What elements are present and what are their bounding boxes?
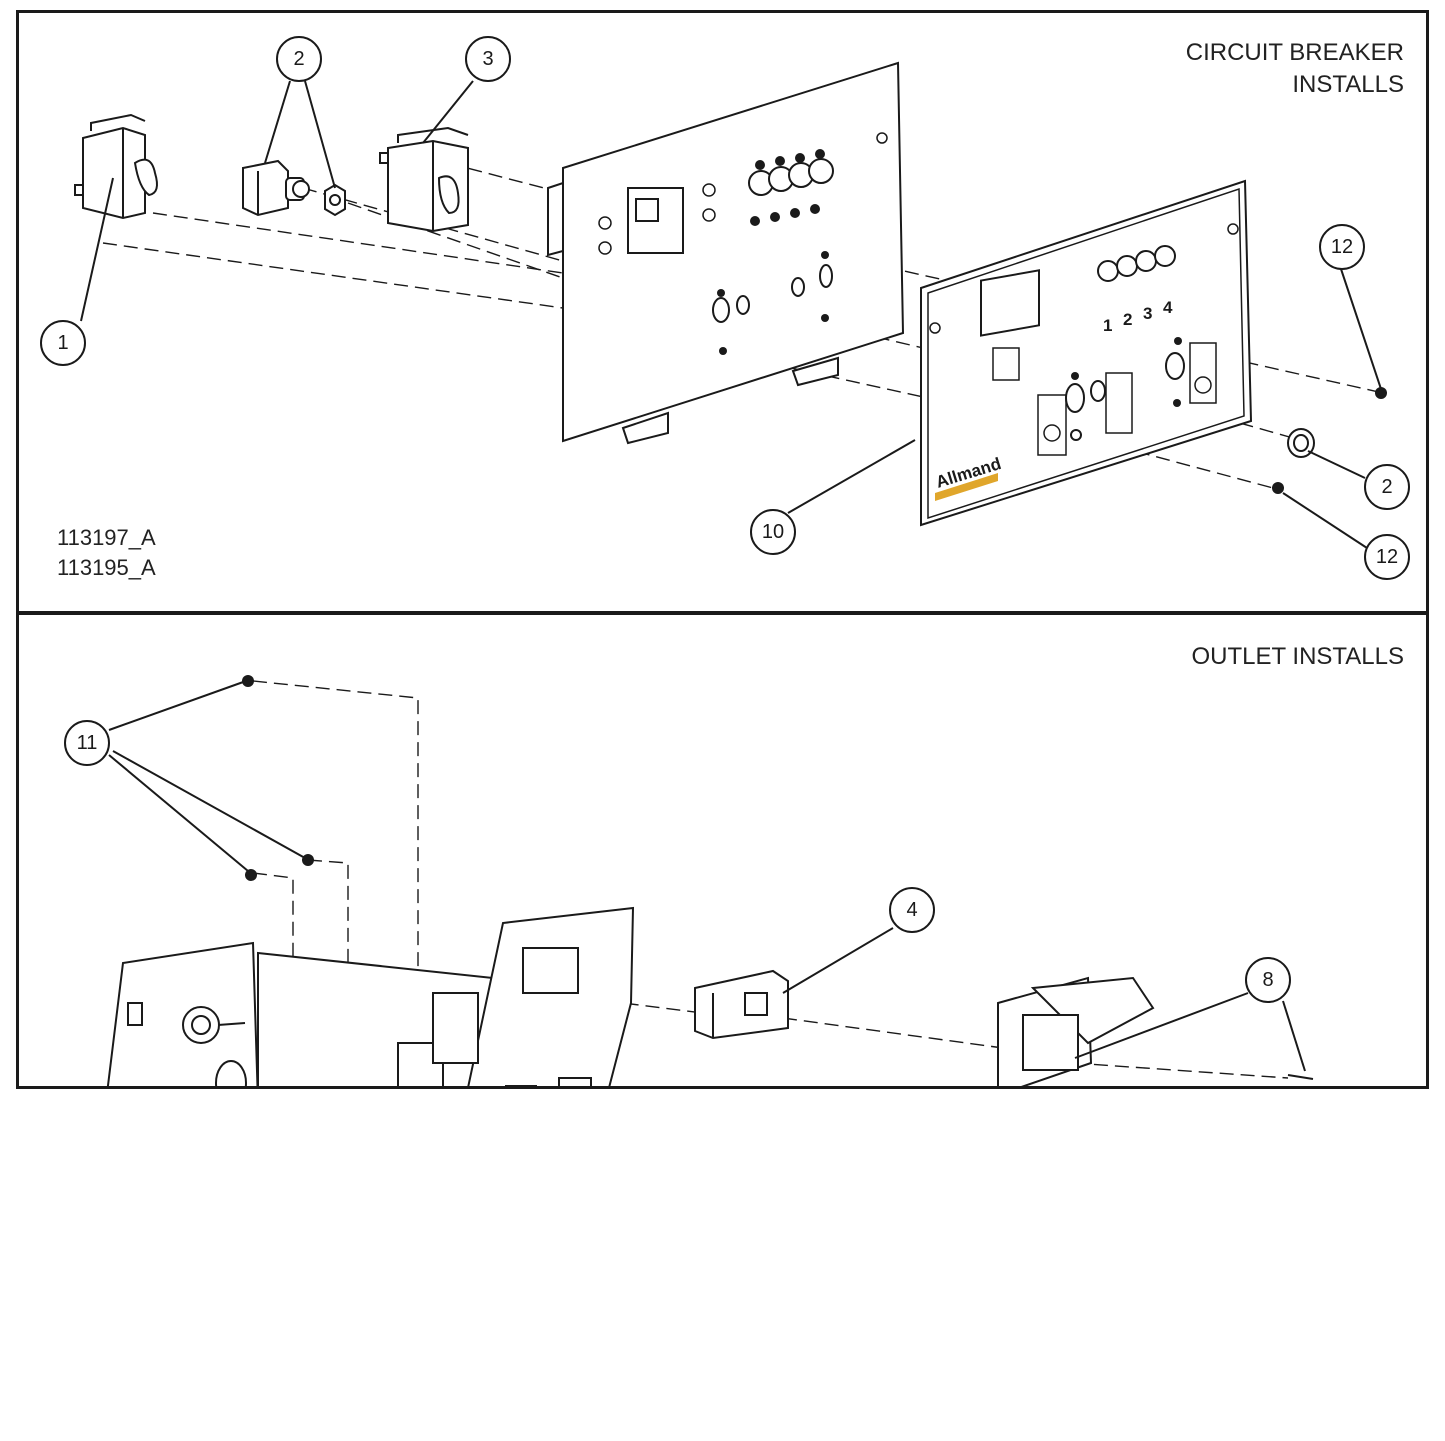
screw-part-11-a xyxy=(242,675,254,687)
callout-12-top: 12 xyxy=(1319,224,1365,270)
callout-10: 10 xyxy=(750,509,796,555)
callout-11: 11 xyxy=(64,720,110,766)
svg-text:1: 1 xyxy=(57,332,68,354)
svg-text:11: 11 xyxy=(77,732,98,754)
svg-text:3: 3 xyxy=(1143,304,1152,323)
grommet-part-2 xyxy=(1287,428,1315,458)
panel-title-line2: INSTALLS xyxy=(1292,71,1404,98)
screw-part-12-lower xyxy=(1272,482,1284,494)
leader-lines xyxy=(80,80,1382,549)
callout-2-right: 2 xyxy=(1364,464,1410,510)
faceplate-indicator-labels: 1 2 3 4 xyxy=(1103,298,1173,335)
screw-part-11-c xyxy=(245,869,257,881)
panel-title: OUTLET INSTALLS xyxy=(1191,643,1404,670)
faceplate-decal: 1 2 3 4 Allmand xyxy=(920,179,1253,527)
circuit-breaker-drawing: 1 2 3 4 Allmand xyxy=(40,36,1410,580)
cover-part-8 xyxy=(997,976,1155,1086)
breaker-knobs xyxy=(748,149,834,226)
outlet-drawing: 11 4 8 9 7 5 6 xyxy=(64,675,1314,1086)
doc-number-2: 113195_A xyxy=(57,555,156,580)
svg-text:3: 3 xyxy=(482,48,493,70)
outlet-panel: OUTLET INSTALLS xyxy=(16,612,1429,1089)
doc-number-1: 113197_A xyxy=(57,525,156,550)
screw-part-8 xyxy=(1287,1074,1314,1080)
svg-text:1: 1 xyxy=(1103,316,1112,335)
circuit-breaker-panel: CIRCUIT BREAKER INSTALLS 113197_A 113195… xyxy=(16,10,1429,614)
svg-text:12: 12 xyxy=(1331,236,1353,258)
svg-text:8: 8 xyxy=(1262,969,1273,991)
svg-text:4: 4 xyxy=(1163,298,1173,317)
svg-text:2: 2 xyxy=(293,48,304,70)
callout-8: 8 xyxy=(1245,957,1291,1003)
mounting-plate xyxy=(547,61,905,445)
callout-3: 3 xyxy=(465,36,511,82)
receptacle-part-4 xyxy=(694,969,789,1040)
circuit-breaker-part-1 xyxy=(74,113,158,220)
svg-text:12: 12 xyxy=(1376,546,1398,568)
svg-text:4: 4 xyxy=(906,899,917,921)
svg-text:2: 2 xyxy=(1381,476,1392,498)
callout-12-bottom: 12 xyxy=(1364,534,1410,580)
faceplate-indicator-rings xyxy=(1097,245,1176,282)
screw-part-12-upper xyxy=(1375,387,1387,399)
svg-text:10: 10 xyxy=(762,521,784,543)
svg-text:2: 2 xyxy=(1123,310,1132,329)
screw-part-11-b xyxy=(302,854,314,866)
leader-lines xyxy=(108,680,1306,1072)
callout-4: 4 xyxy=(889,887,935,933)
panel-title-line1: CIRCUIT BREAKER xyxy=(1185,39,1404,66)
enclosure-box xyxy=(106,906,635,1086)
callout-2-top: 2 xyxy=(276,36,322,82)
callout-1: 1 xyxy=(40,320,86,366)
circuit-breaker-part-3 xyxy=(379,126,469,233)
